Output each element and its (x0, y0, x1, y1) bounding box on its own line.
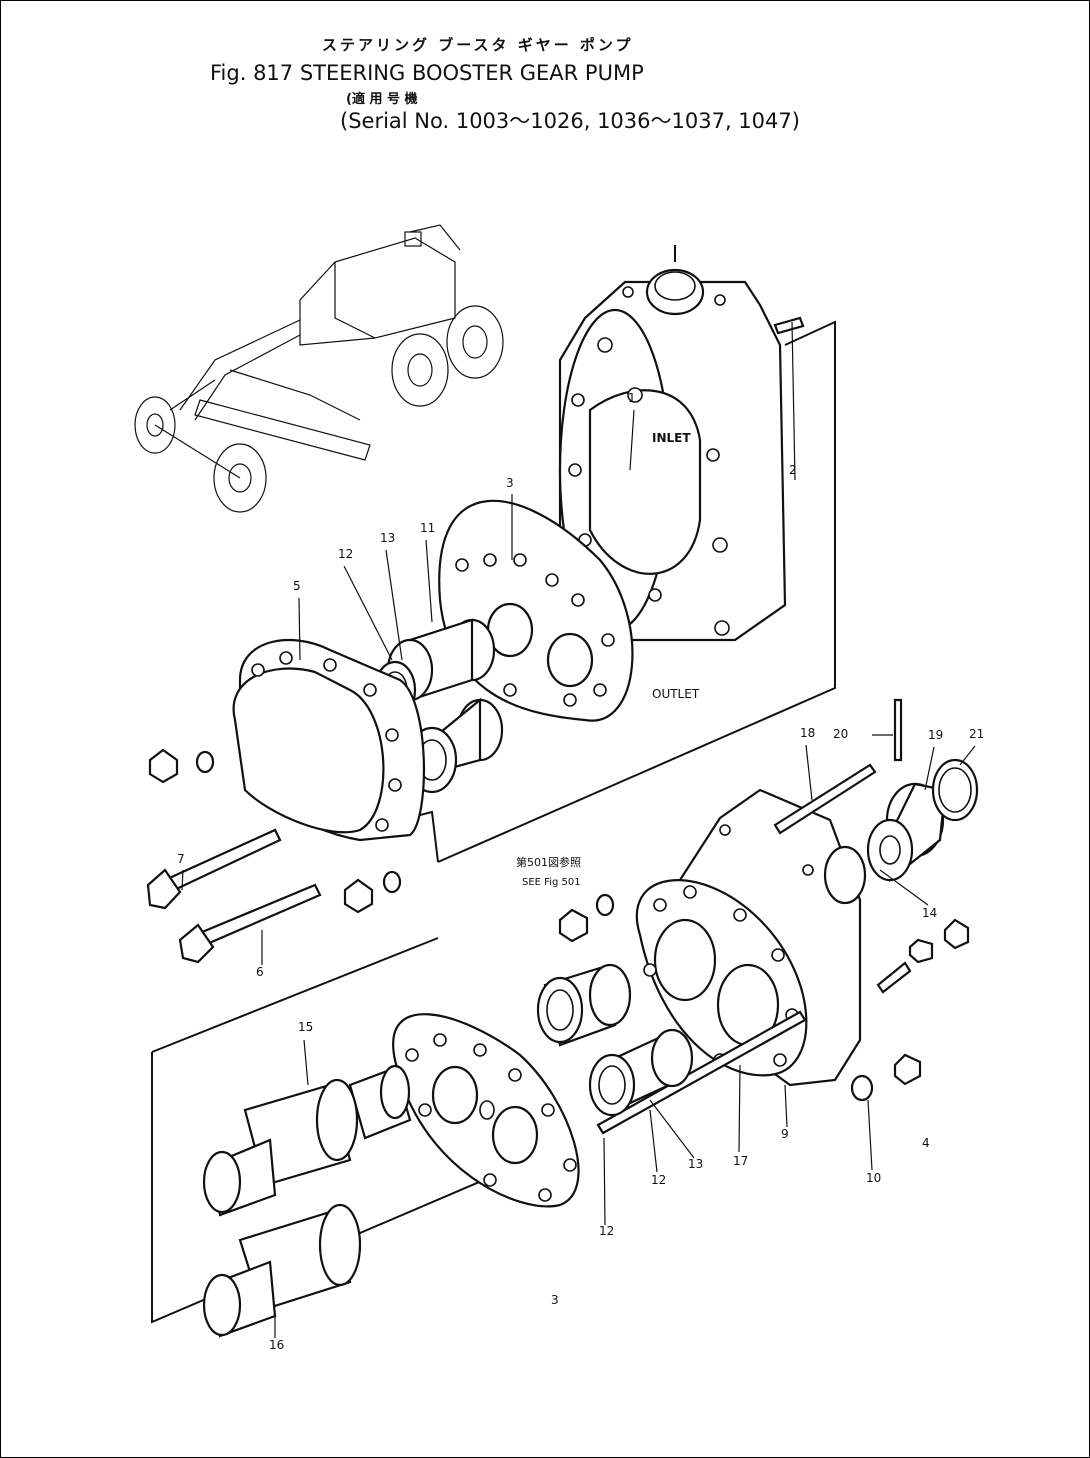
drive-gear (202, 1064, 412, 1217)
reference-note-japanese: 第501図参照 (516, 855, 581, 869)
inlet-label: INLET (652, 431, 691, 445)
figure-title: Fig. 817 STEERING BOOSTER GEAR PUMP (210, 61, 644, 85)
callout-19: 19 (928, 728, 943, 742)
dowel-pin (773, 316, 805, 335)
callout-11: 11 (420, 521, 435, 535)
reference-note: SEE Fig 501 (522, 877, 581, 888)
callout-3-upper: 3 (506, 476, 514, 490)
front-cover (635, 788, 862, 1087)
callout-13-upper: 13 (380, 531, 395, 545)
callout-12-upper: 12 (338, 547, 353, 561)
title-japanese: ステアリング ブースタ ギヤー ポンプ (322, 36, 633, 54)
bearings-lower (536, 963, 694, 1117)
callout-4: 4 (922, 1136, 930, 1150)
pump-cover (232, 638, 426, 842)
callout-16: 16 (269, 1338, 284, 1352)
callout-leader-lines (181, 321, 976, 1338)
callout-7: 7 (177, 852, 185, 866)
oil-seal-assembly (823, 698, 979, 905)
callout-14: 14 (922, 906, 937, 920)
pump-housing (558, 245, 787, 642)
callout-9: 9 (781, 1127, 789, 1141)
outlet-label: OUTLET (652, 687, 700, 701)
motor-grader-illustration (134, 224, 504, 513)
studs-and-nuts-lower (558, 763, 970, 1135)
callout-10: 10 (866, 1171, 881, 1185)
callout-20: 20 (833, 727, 848, 741)
driven-gear (202, 1203, 362, 1338)
callout-5: 5 (293, 579, 301, 593)
callout-18: 18 (800, 726, 815, 740)
callout-12-lower-left: 12 (599, 1224, 614, 1238)
callout-6: 6 (256, 965, 264, 979)
bolts-and-nuts-upper (146, 748, 402, 964)
callout-12-lower-right: 12 (651, 1173, 666, 1187)
callout-1: 1 (628, 391, 636, 405)
callout-2: 2 (789, 463, 797, 477)
callout-3-lower: 3 (551, 1293, 559, 1307)
serial-label-japanese: (適 用 号 機 (346, 91, 418, 107)
callout-21: 21 (969, 727, 984, 741)
serial-numbers: (Serial No. 1003～1026, 1036～1037, 1047) (340, 109, 800, 133)
wear-plate-lower (392, 1013, 580, 1208)
callout-17: 17 (733, 1154, 748, 1168)
callout-13-lower: 13 (688, 1157, 703, 1171)
callout-15: 15 (298, 1020, 313, 1034)
